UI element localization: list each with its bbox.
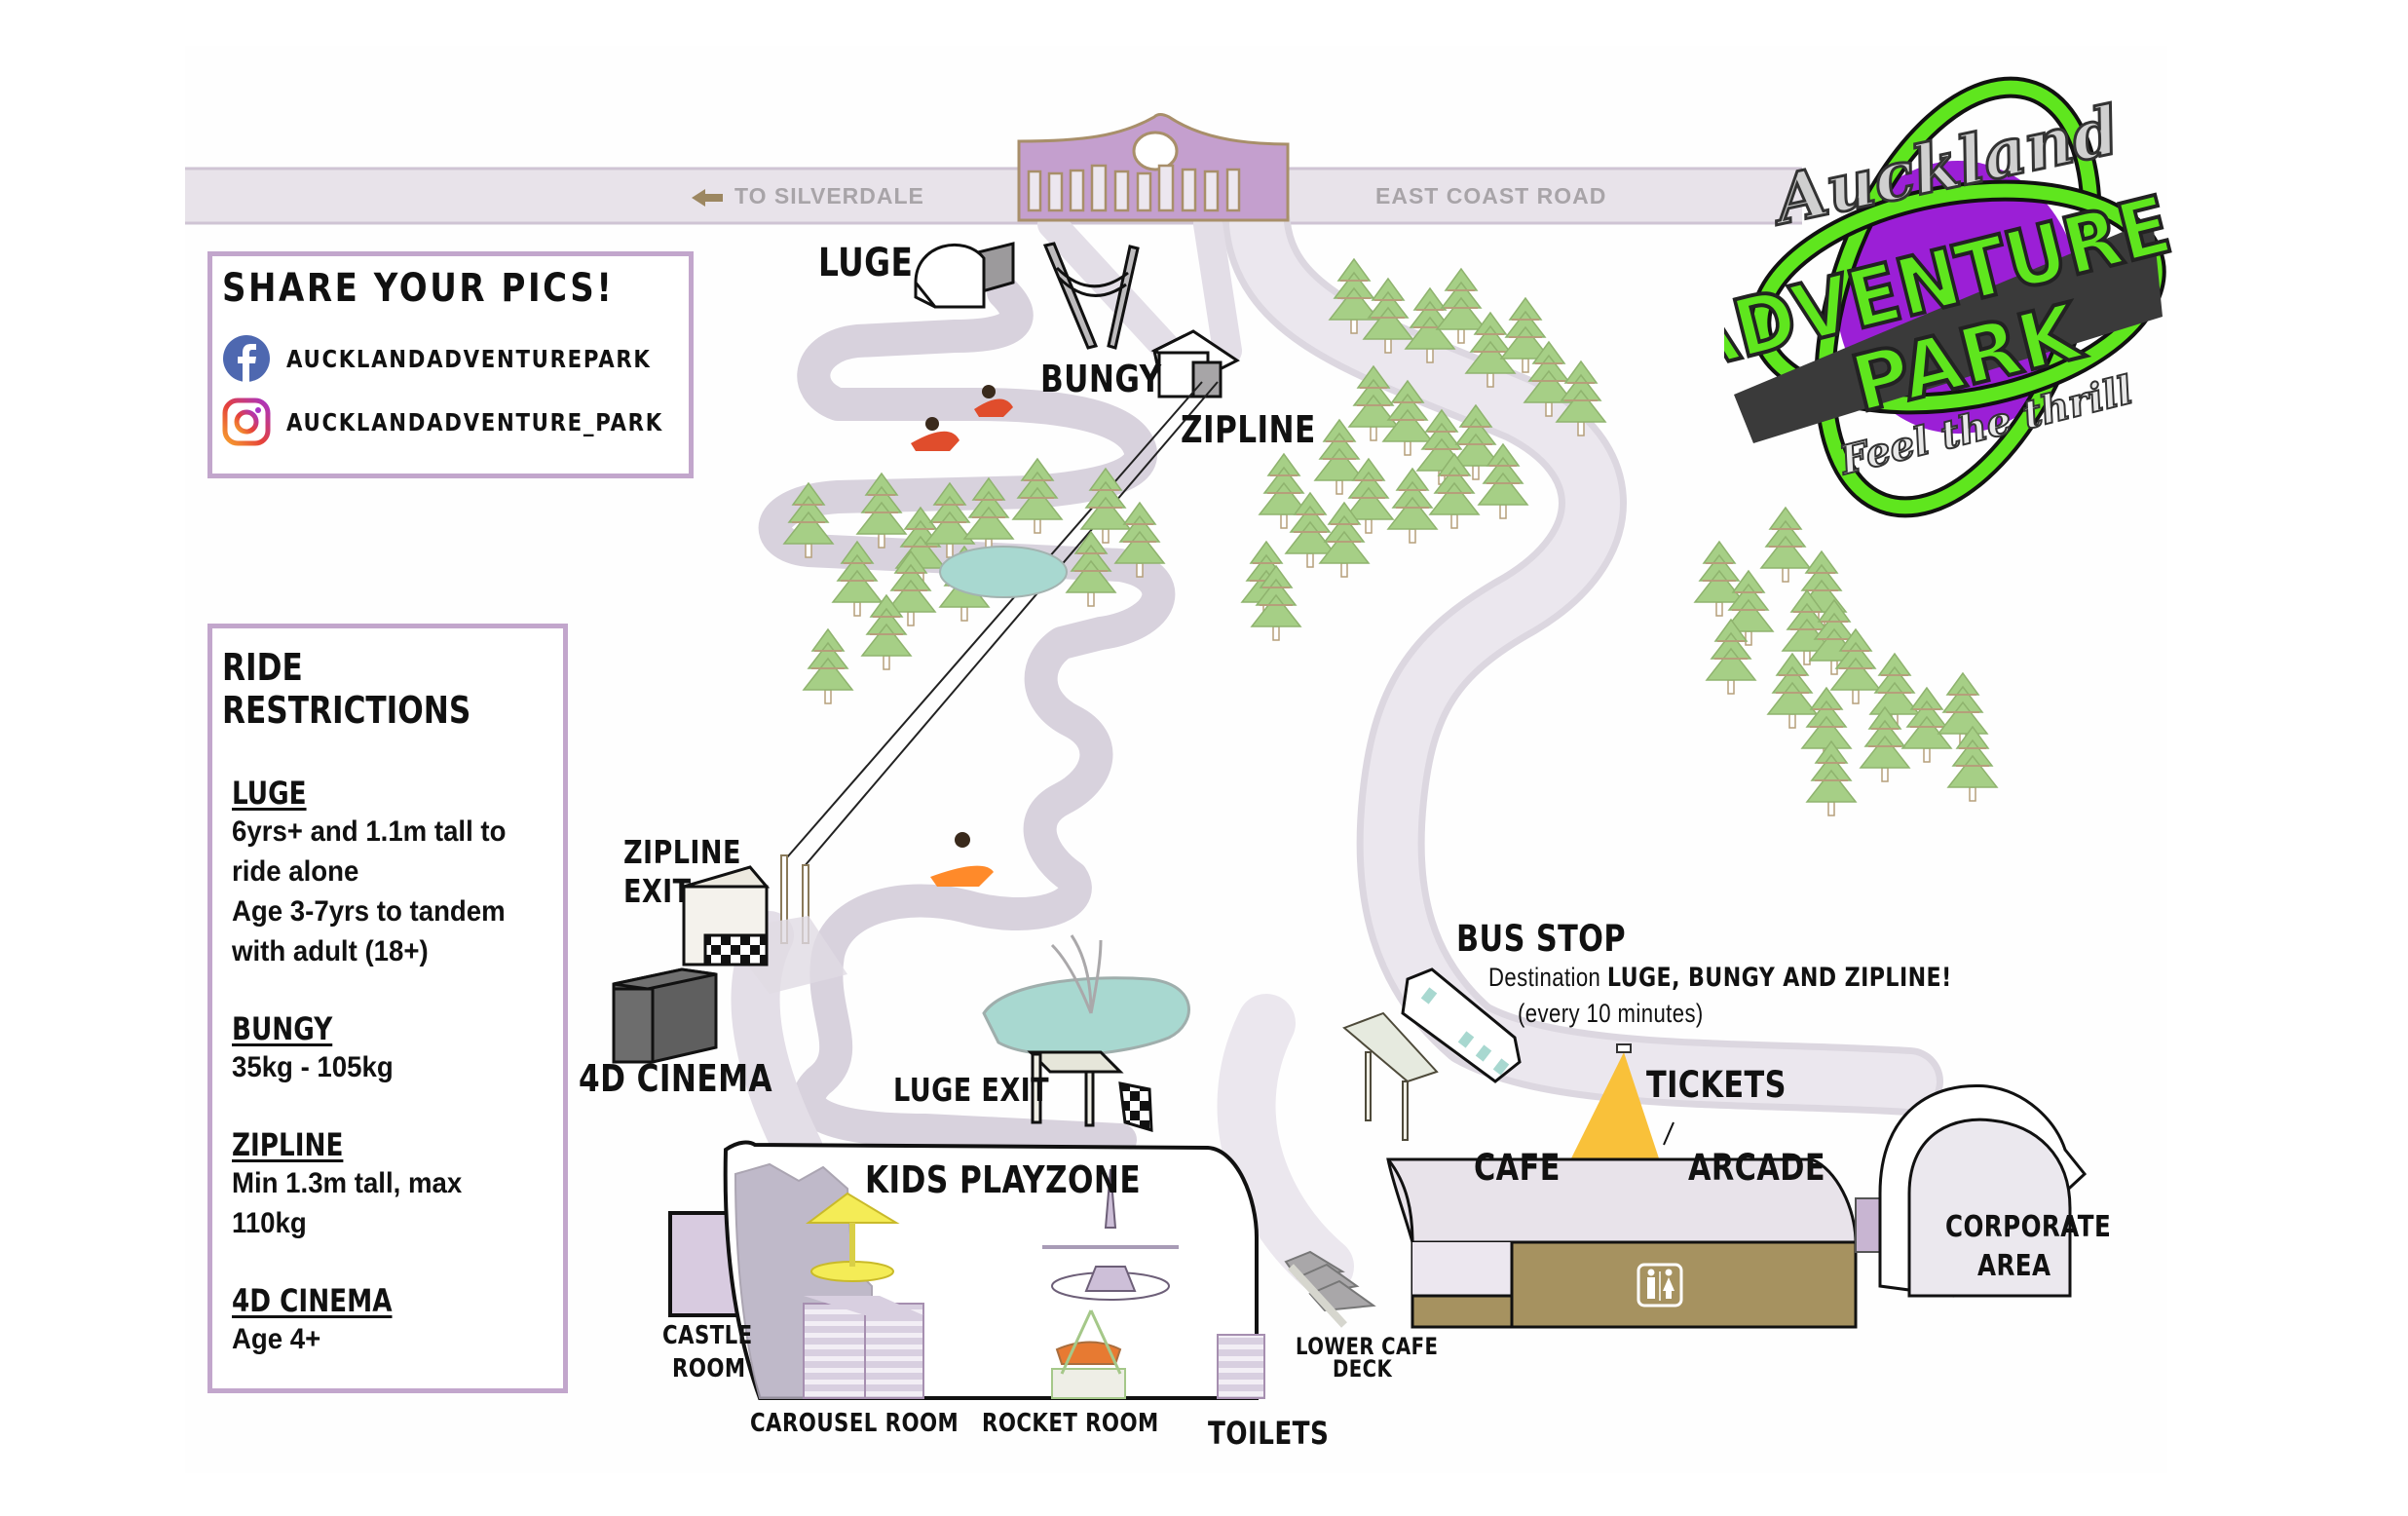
restriction-line: 110kg	[232, 1207, 307, 1239]
road-label-left: TO SILVERDALE	[734, 183, 924, 208]
arrow-left-shaft	[705, 193, 723, 202]
bus	[1401, 967, 1522, 1083]
label-bus-stop[interactable]: BUS STOP	[1456, 918, 1627, 960]
restriction-heading: ZIPLINE	[232, 1126, 344, 1163]
label-zipline-exit-2[interactable]: EXIT	[623, 872, 692, 910]
label-luge[interactable]: LUGE	[818, 241, 914, 285]
restriction-line: ride alone	[232, 855, 359, 888]
luge-carts	[911, 385, 1013, 887]
bus-shelter	[1342, 1011, 1439, 1141]
kids-playzone-building[interactable]	[668, 1140, 1265, 1400]
restriction-line: Age 4+	[232, 1323, 321, 1355]
cafe-arcade-building[interactable]	[1386, 1157, 1891, 1329]
arrow-left-icon	[692, 188, 705, 207]
lower-cafe-deck[interactable]	[1284, 1250, 1376, 1328]
restriction-heading: BUNGY	[232, 1010, 333, 1047]
zipline-cable	[786, 381, 1219, 868]
label-zipline-exit-1[interactable]: ZIPLINE	[623, 833, 741, 871]
facebook-icon	[223, 335, 270, 383]
zipline-station[interactable]	[1150, 329, 1240, 398]
luge-exit-shelter[interactable]	[1027, 1050, 1153, 1133]
bus-destination-rides: LUGE, BUNGY AND ZIPLINE!	[1606, 963, 1952, 993]
label-castle-room-1[interactable]: CASTLE	[662, 1321, 753, 1350]
4d-cinema-building[interactable]	[612, 967, 718, 1064]
park-logo: Auckland ADVENTURE PARK Feel the thrill	[1668, 73, 2182, 521]
restriction-line: with adult (18+)	[232, 935, 429, 967]
upper-pond	[939, 546, 1068, 598]
instagram-icon	[222, 398, 271, 446]
restriction-bungy: BUNGY 35kg - 105kg	[232, 1010, 563, 1087]
facebook-link[interactable]: AUCKLANDADVENTUREPARK	[222, 334, 716, 383]
label-kids-playzone[interactable]: KIDS PLAYZONE	[865, 1158, 1142, 1201]
restriction-heading: 4D CINEMA	[232, 1282, 393, 1319]
restriction-line: 35kg - 105kg	[232, 1051, 394, 1083]
restroom-icon	[1637, 1263, 1683, 1308]
label-tickets[interactable]: TICKETS	[1646, 1064, 1787, 1106]
label-cafe[interactable]: CAFE	[1474, 1147, 1561, 1189]
share-title: SHARE YOUR PICS!	[222, 266, 615, 311]
instagram-handle: AUCKLANDADVENTURE_PARK	[286, 407, 663, 436]
label-arcade[interactable]: ARCADE	[1688, 1147, 1825, 1189]
ride-restrictions-title: RIDE RESTRICTIONS	[222, 646, 471, 732]
tickets-tent[interactable]	[1568, 1043, 1674, 1164]
instagram-link[interactable]: AUCKLANDADVENTURE_PARK	[222, 398, 730, 446]
label-toilets[interactable]: TOILETS	[1208, 1415, 1330, 1452]
share-panel: SHARE YOUR PICS! AUCKLANDADVENTUREPARK A…	[207, 251, 694, 478]
label-4d-cinema[interactable]: 4D CINEMA	[579, 1057, 773, 1100]
road-label-right: EAST COAST ROAD	[1375, 183, 1607, 208]
restriction-luge: LUGE 6yrs+ and 1.1m tall to ride alone A…	[232, 775, 563, 971]
east-coast-road	[185, 167, 1802, 225]
label-lower-cafe-deck-2[interactable]: DECK	[1333, 1355, 1393, 1383]
restriction-zipline: ZIPLINE Min 1.3m tall, max 110kg	[232, 1126, 563, 1243]
zipline-exit-booth[interactable]	[682, 865, 847, 994]
restriction-line: Age 3-7yrs to tandem	[232, 895, 506, 928]
label-rocket-room[interactable]: ROCKET ROOM	[982, 1409, 1159, 1438]
label-luge-exit[interactable]: LUGE EXIT	[893, 1071, 1049, 1109]
label-bungy[interactable]: BUNGY	[1040, 358, 1162, 400]
label-corporate-2[interactable]: AREA	[1977, 1249, 2051, 1283]
label-castle-room-2[interactable]: ROOM	[672, 1354, 746, 1383]
facebook-handle: AUCKLANDADVENTUREPARK	[286, 344, 652, 373]
luge-station[interactable]	[914, 242, 1015, 309]
entrance-gate	[1017, 113, 1290, 222]
restriction-4d-cinema: 4D CINEMA Age 4+	[232, 1282, 563, 1359]
road-direction-silverdale: TO SILVERDALE	[692, 183, 924, 209]
label-corporate-1[interactable]: CORPORATE	[1945, 1210, 2112, 1244]
ride-restrictions-list: LUGE 6yrs+ and 1.1m tall to ride alone A…	[232, 775, 563, 1398]
bus-destination: Destination LUGE, BUNGY AND ZIPLINE!	[1488, 963, 1952, 993]
label-carousel-room[interactable]: CAROUSEL ROOM	[750, 1409, 959, 1438]
restriction-line: Min 1.3m tall, max	[232, 1167, 463, 1199]
label-zipline[interactable]: ZIPLINE	[1181, 408, 1316, 451]
bungy-tower[interactable]	[1042, 242, 1140, 350]
restriction-line: 6yrs+ and 1.1m tall to	[232, 815, 507, 848]
bus-destination-prefix: Destination	[1488, 963, 1607, 992]
bus-frequency: (every 10 minutes)	[1518, 999, 1704, 1028]
corporate-area-building[interactable]	[1878, 1083, 2088, 1298]
label-lower-cafe-deck-1[interactable]: LOWER CAFE	[1296, 1333, 1439, 1360]
ride-restrictions-panel: RIDE RESTRICTIONS LUGE 6yrs+ and 1.1m ta…	[207, 624, 568, 1393]
restriction-heading: LUGE	[232, 775, 307, 812]
